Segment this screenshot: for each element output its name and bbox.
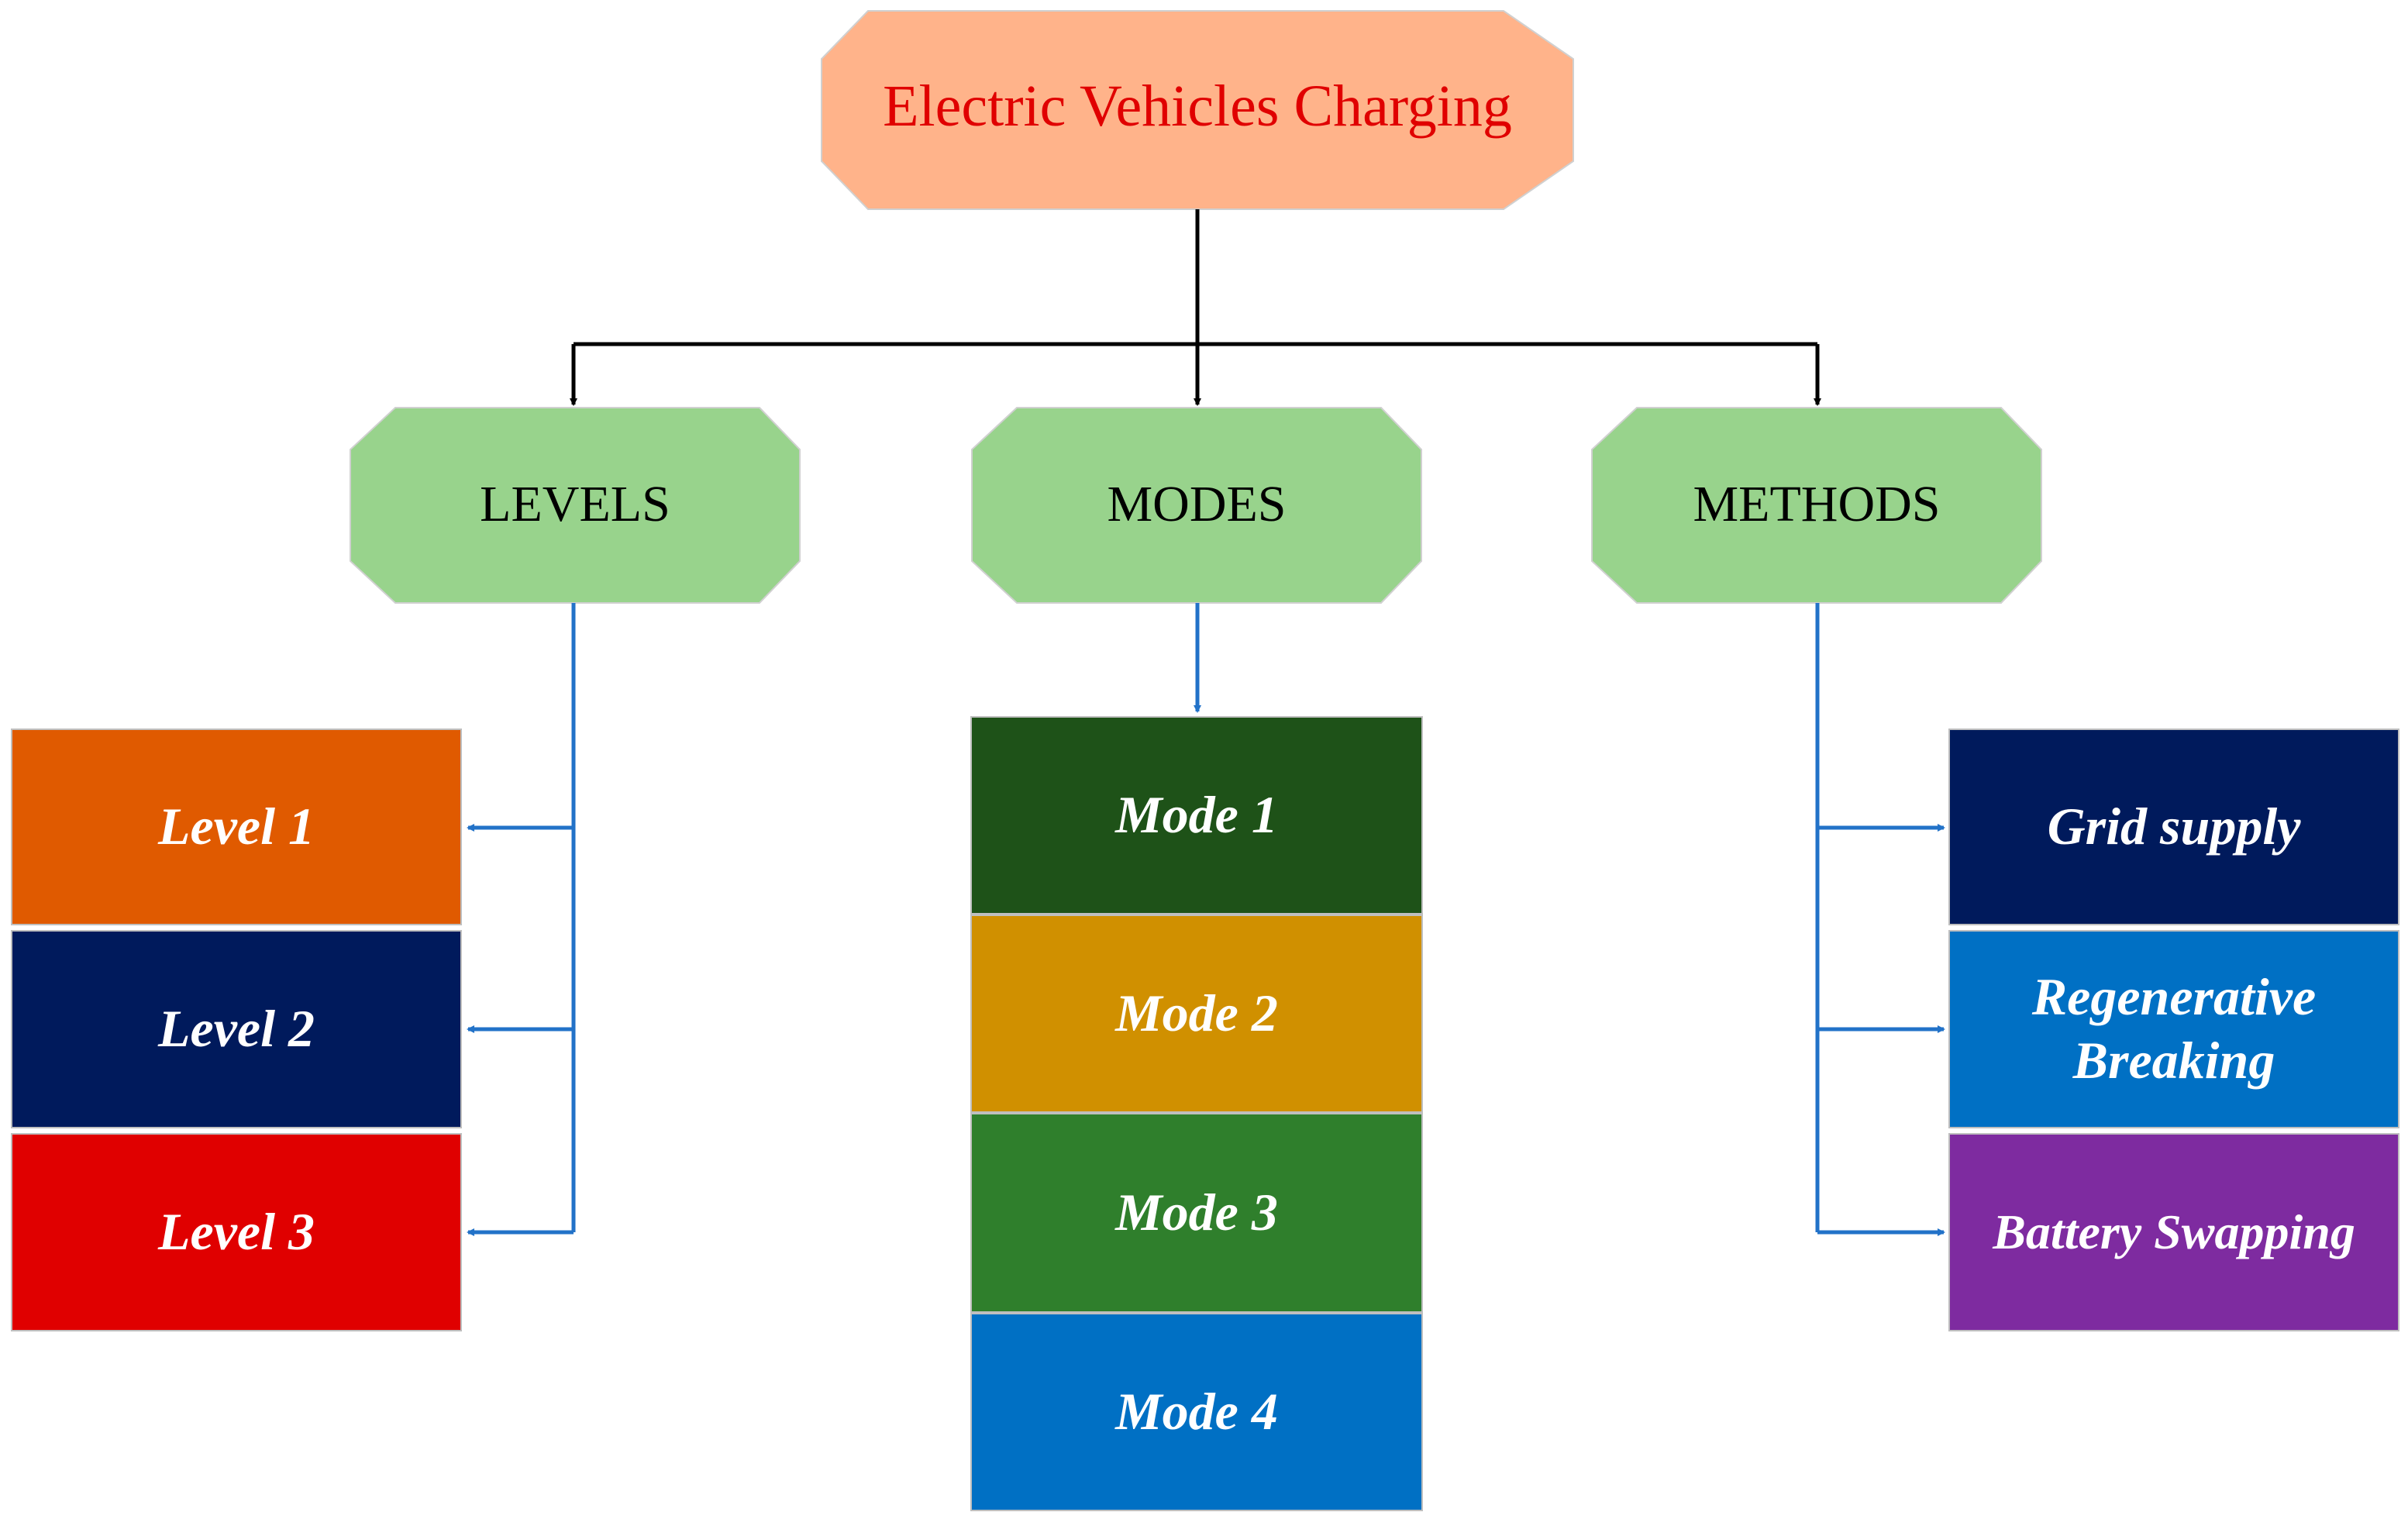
grid-supply-box: Grid supply — [1948, 728, 2399, 925]
root-node-shape — [821, 10, 1574, 210]
top-connectors — [570, 209, 1821, 406]
level-2-box: Level 2 — [11, 930, 462, 1128]
battery-swapping-box: Battery Swapping — [1948, 1133, 2399, 1331]
regenerative-breaking-label: Regenerative Breaking — [2031, 967, 2317, 1090]
levels-node-shape — [350, 407, 801, 604]
methods-connectors — [1815, 603, 1945, 1236]
mode-2-box: Mode 2 — [970, 914, 1423, 1113]
mode-4-box: Mode 4 — [970, 1313, 1423, 1511]
level-1-label: Level 1 — [158, 797, 315, 856]
mode-3-box: Mode 3 — [970, 1113, 1423, 1313]
root-node-label: Electric Vehicles Charging — [883, 74, 1512, 139]
battery-swapping-label: Battery Swapping — [1993, 1204, 2355, 1259]
mode-4-label: Mode 4 — [1115, 1382, 1278, 1442]
regenerative-breaking-box: Regenerative Breaking — [1948, 930, 2399, 1128]
mode-1-label: Mode 1 — [1115, 785, 1278, 845]
grid-supply-label: Grid supply — [2047, 797, 2301, 856]
modes-node-label: MODES — [1107, 476, 1286, 532]
level-3-box: Level 3 — [11, 1133, 462, 1331]
methods-node-shape — [1591, 407, 2042, 604]
mode-3-label: Mode 3 — [1115, 1183, 1278, 1242]
levels-connectors — [467, 603, 576, 1236]
modes-node-shape — [971, 407, 1422, 604]
methods-node-label: METHODS — [1693, 476, 1940, 532]
mode-2-label: Mode 2 — [1115, 983, 1278, 1043]
mode-1-box: Mode 1 — [970, 716, 1423, 914]
level-1-box: Level 1 — [11, 728, 462, 925]
levels-node-label: LEVELS — [480, 476, 670, 532]
level-3-label: Level 3 — [158, 1202, 315, 1262]
level-2-label: Level 2 — [158, 999, 315, 1059]
